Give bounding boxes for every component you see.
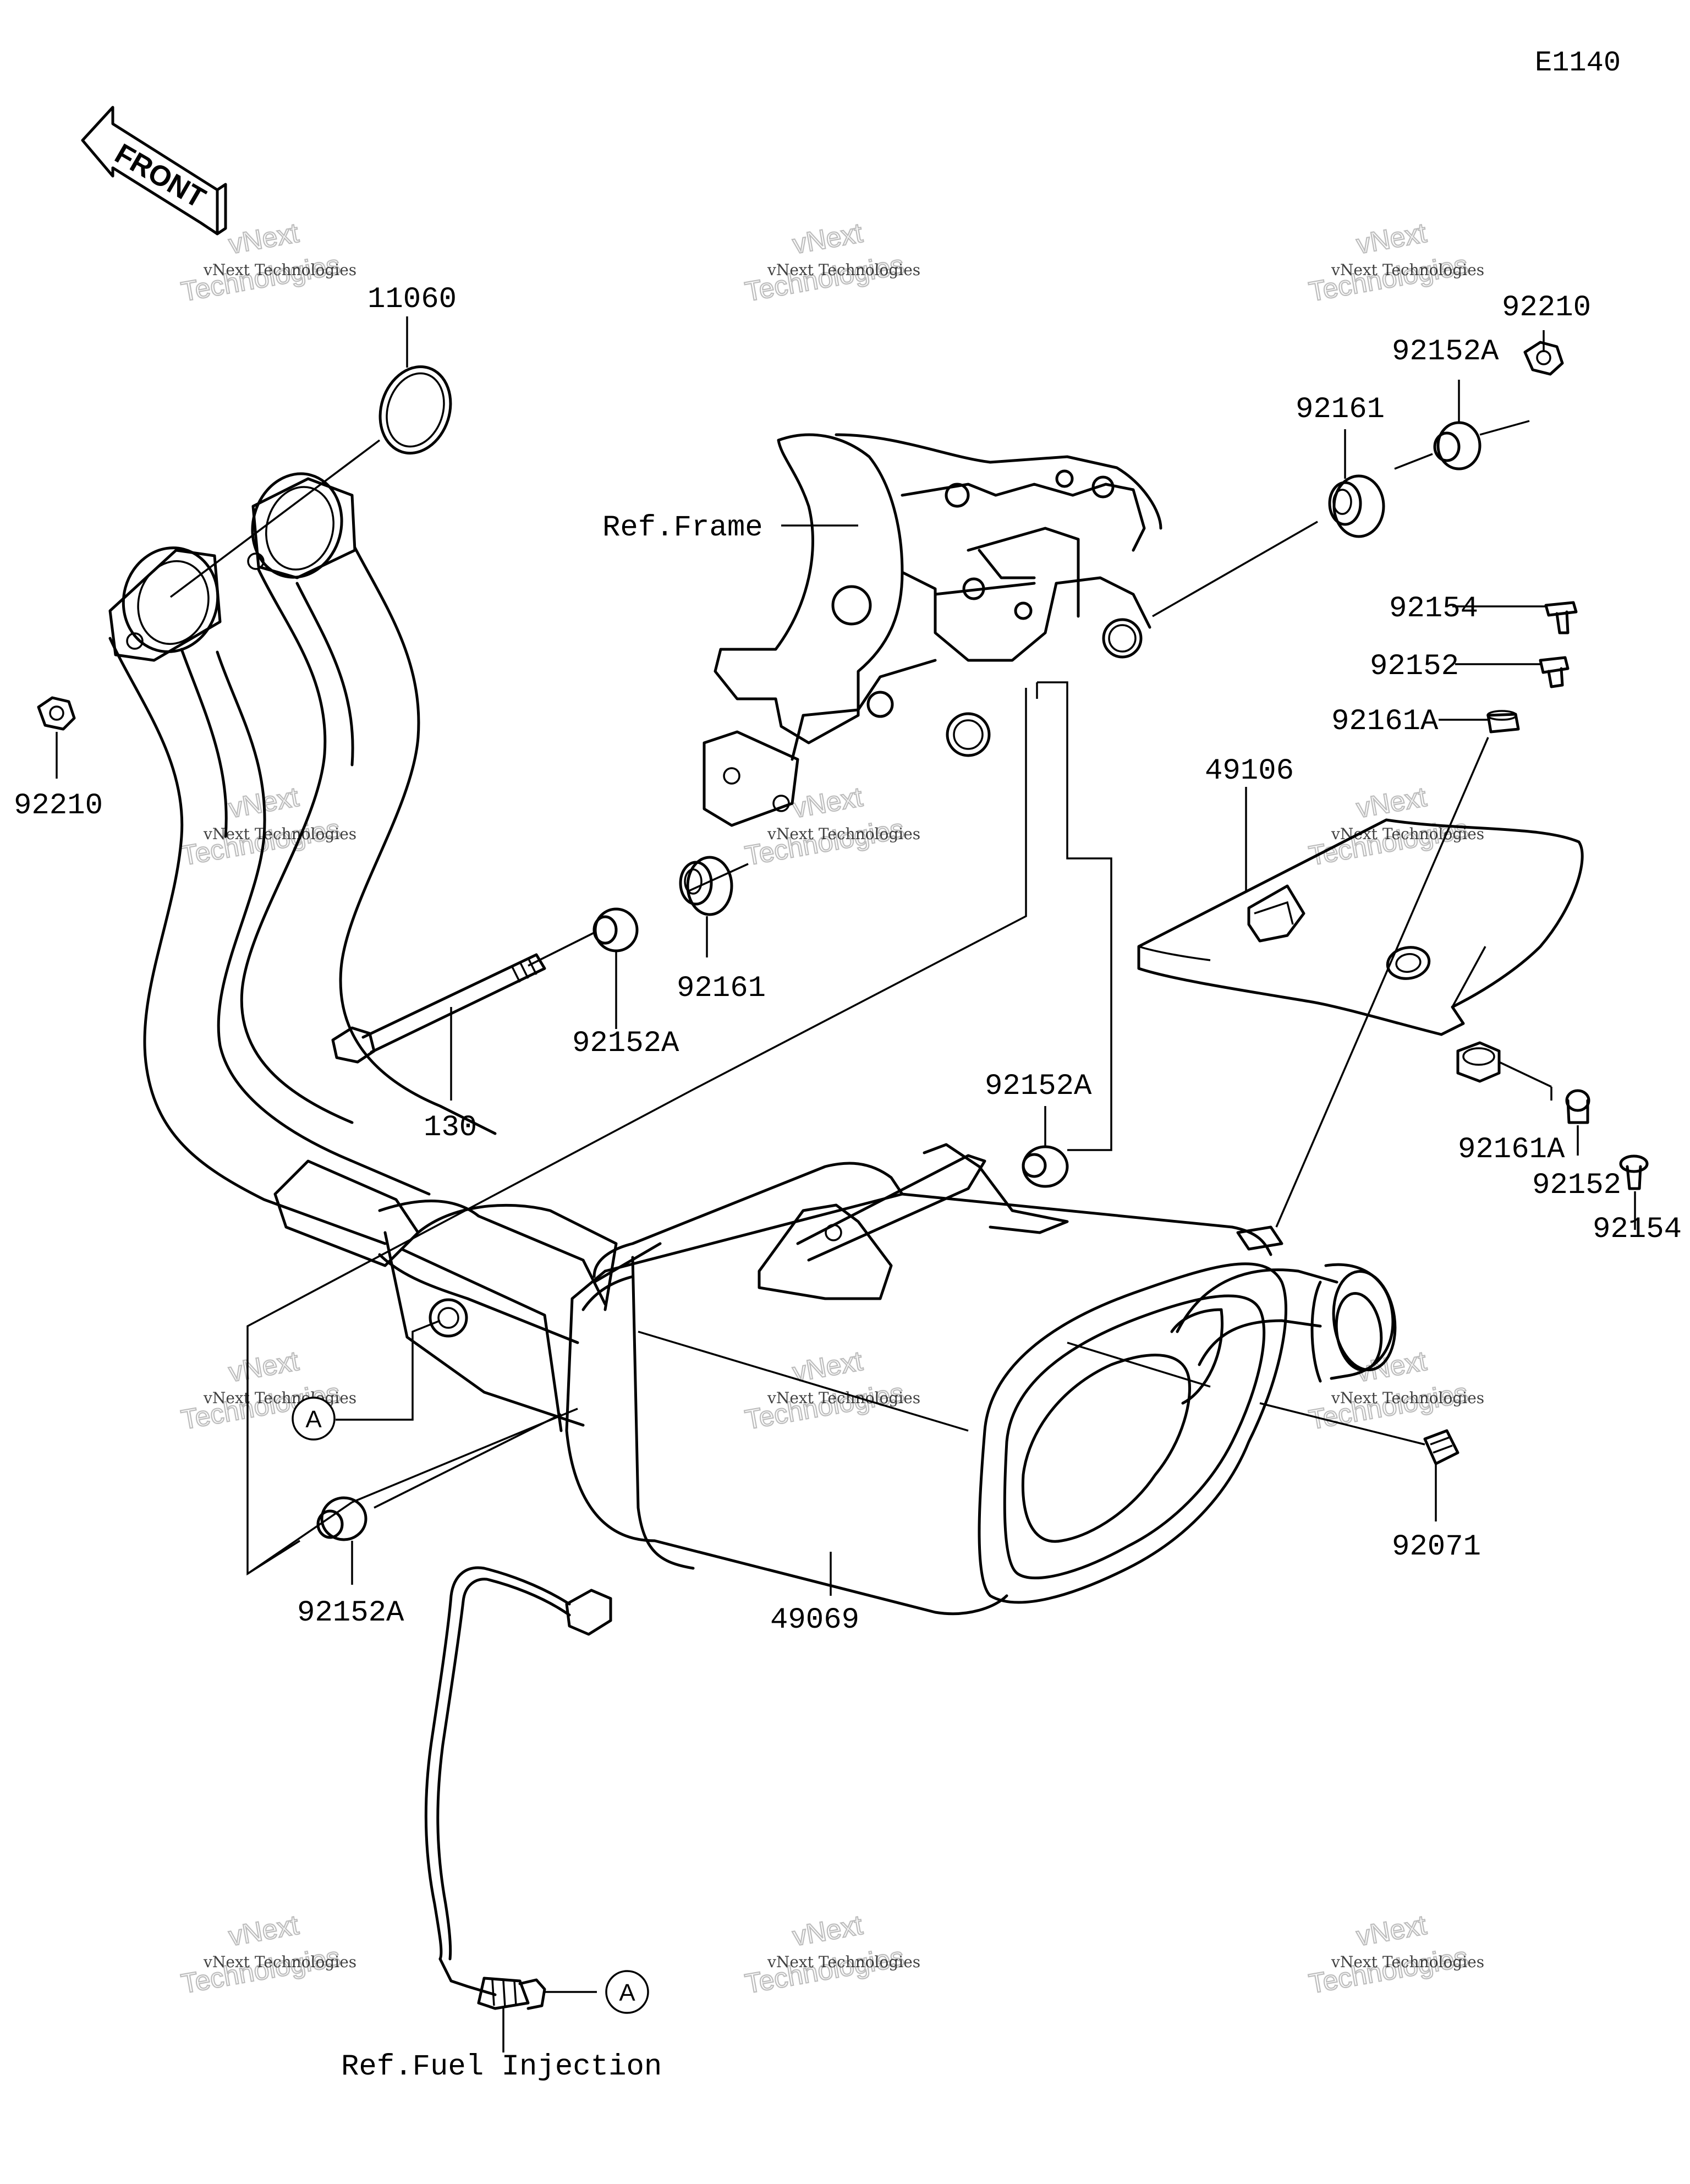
oxygen-sensor — [424, 1566, 612, 2010]
leader-lines — [56, 316, 1636, 2052]
screw-92154-top — [1544, 601, 1578, 634]
grommet-92161A-top — [1486, 710, 1520, 734]
watermark-script: vNext — [226, 1909, 301, 1952]
collar-92152A-bottom — [316, 1496, 367, 1541]
collar-92152A-mid — [592, 907, 639, 953]
screw-92154-bottom — [1619, 1154, 1649, 1190]
callout-92152-top: 92152 — [1370, 650, 1459, 683]
hardware — [37, 341, 1649, 1541]
watermark: Technologies vNext vNext Technologies — [178, 781, 356, 872]
watermark: Technologies vNext vNext Technologies — [742, 217, 920, 308]
watermark-script: vNext — [790, 1909, 865, 1952]
watermark-text: vNext Technologies — [767, 1953, 920, 1971]
callout-92161A-bottom: 92161A — [1458, 1133, 1565, 1167]
callout-92071: 92071 — [1392, 1530, 1481, 1564]
watermarks: Technologies vNext vNext Technologies Te… — [178, 217, 1484, 2000]
watermark-script: vNext — [1354, 1909, 1429, 1952]
watermark-text: vNext Technologies — [1331, 1389, 1484, 1407]
watermark-text: vNext Technologies — [203, 1389, 356, 1407]
callout-92152A-center: 92152A — [985, 1070, 1092, 1103]
watermark: Technologies vNext vNext Technologies — [178, 217, 356, 308]
callout-92152-bottom: 92152 — [1532, 1169, 1621, 1202]
watermark: Technologies vNext vNext Technologies — [1306, 217, 1484, 308]
watermark-text: vNext Technologies — [767, 1389, 920, 1407]
callout-49106: 49106 — [1205, 754, 1294, 788]
reference-marker-a-label: A — [619, 1979, 635, 2006]
callout-92152A-mid: 92152A — [572, 1027, 679, 1060]
callout-92210-right: 92210 — [1502, 291, 1591, 325]
callout-ref-frame: Ref.Frame — [602, 511, 763, 545]
watermark-text: vNext Technologies — [1331, 261, 1484, 279]
collar-92152A-center — [1022, 1145, 1069, 1188]
watermark-text: vNext Technologies — [767, 261, 920, 279]
reference-marker-a-label: A — [305, 1406, 322, 1433]
watermark-text: vNext Technologies — [767, 825, 920, 843]
watermark-text: vNext Technologies — [203, 261, 356, 279]
gasket-11060 — [378, 365, 452, 455]
watermark-script: vNext — [790, 781, 865, 824]
callout-92161A-top: 92161A — [1331, 705, 1439, 738]
watermark-script: vNext — [226, 1345, 301, 1388]
front-arrow-icon: FRONT — [81, 106, 227, 236]
callout-92152A-bottom: 92152A — [297, 1596, 404, 1630]
muffler-49069 — [565, 1143, 1397, 1616]
exhaust-header-pipes — [108, 365, 618, 1432]
watermark-text: vNext Technologies — [203, 825, 356, 843]
watermark-script: vNext — [790, 217, 865, 260]
watermark-script: vNext — [1354, 217, 1429, 260]
heat-shield-49106 — [1137, 818, 1584, 1036]
grommet-92161-top — [1328, 474, 1385, 538]
watermark: Technologies vNext vNext Technologies — [742, 1909, 920, 2000]
callout-11060: 11060 — [367, 283, 457, 316]
reference-marker-a-lower: A — [605, 1970, 649, 2014]
watermark: Technologies vNext vNext Technologies — [1306, 1909, 1484, 2000]
callout-92154-bottom: 92154 — [1593, 1213, 1682, 1246]
callout-92161-mid: 92161 — [677, 972, 766, 1005]
grommet-92161A-bottom — [1456, 1041, 1501, 1083]
spacer-92152-top — [1539, 656, 1570, 688]
collar-92152A-top — [1433, 421, 1482, 470]
watermark-text: vNext Technologies — [203, 1953, 356, 1971]
callout-92210-left: 92210 — [14, 789, 103, 823]
callout-92161-top: 92161 — [1296, 393, 1385, 426]
callout-92152A-top: 92152A — [1392, 335, 1499, 369]
damper-92071 — [1423, 1429, 1459, 1465]
watermark: Technologies vNext vNext Technologies — [742, 781, 920, 872]
callout-130: 130 — [424, 1111, 477, 1145]
watermark-script: vNext — [1354, 781, 1429, 824]
diagram-code: E1140 — [1535, 47, 1621, 79]
watermark: Technologies vNext vNext Technologies — [178, 1909, 356, 2000]
spacer-92152-bottom — [1565, 1089, 1590, 1124]
callout-92154-top: 92154 — [1389, 592, 1478, 626]
callout-labels: 11060 92210 92210 92152A 92161 Ref.Frame… — [14, 283, 1682, 2084]
callout-49069: 49069 — [770, 1603, 859, 1637]
watermark-text: vNext Technologies — [1331, 1953, 1484, 1971]
watermark-script: vNext — [226, 217, 301, 260]
callout-ref-fuel-injection: Ref.Fuel Injection — [341, 2050, 662, 2084]
bolt-130 — [331, 953, 546, 1064]
reference-marker-a-upper: A — [292, 1397, 336, 1441]
frame-bracket — [703, 433, 1162, 827]
grommet-92161-mid — [679, 856, 733, 916]
nut-92210-left — [37, 696, 76, 731]
